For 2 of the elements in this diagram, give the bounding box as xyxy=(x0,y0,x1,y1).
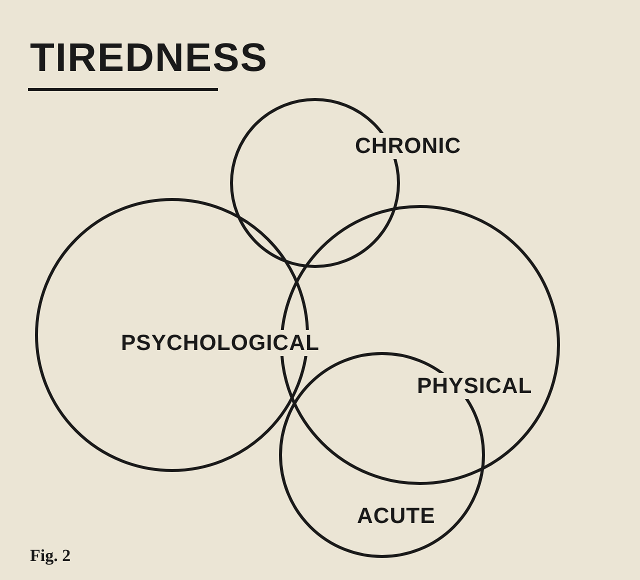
diagram-title: TIREDNESS xyxy=(30,36,268,81)
figure-caption: Fig. 2 xyxy=(30,546,71,566)
